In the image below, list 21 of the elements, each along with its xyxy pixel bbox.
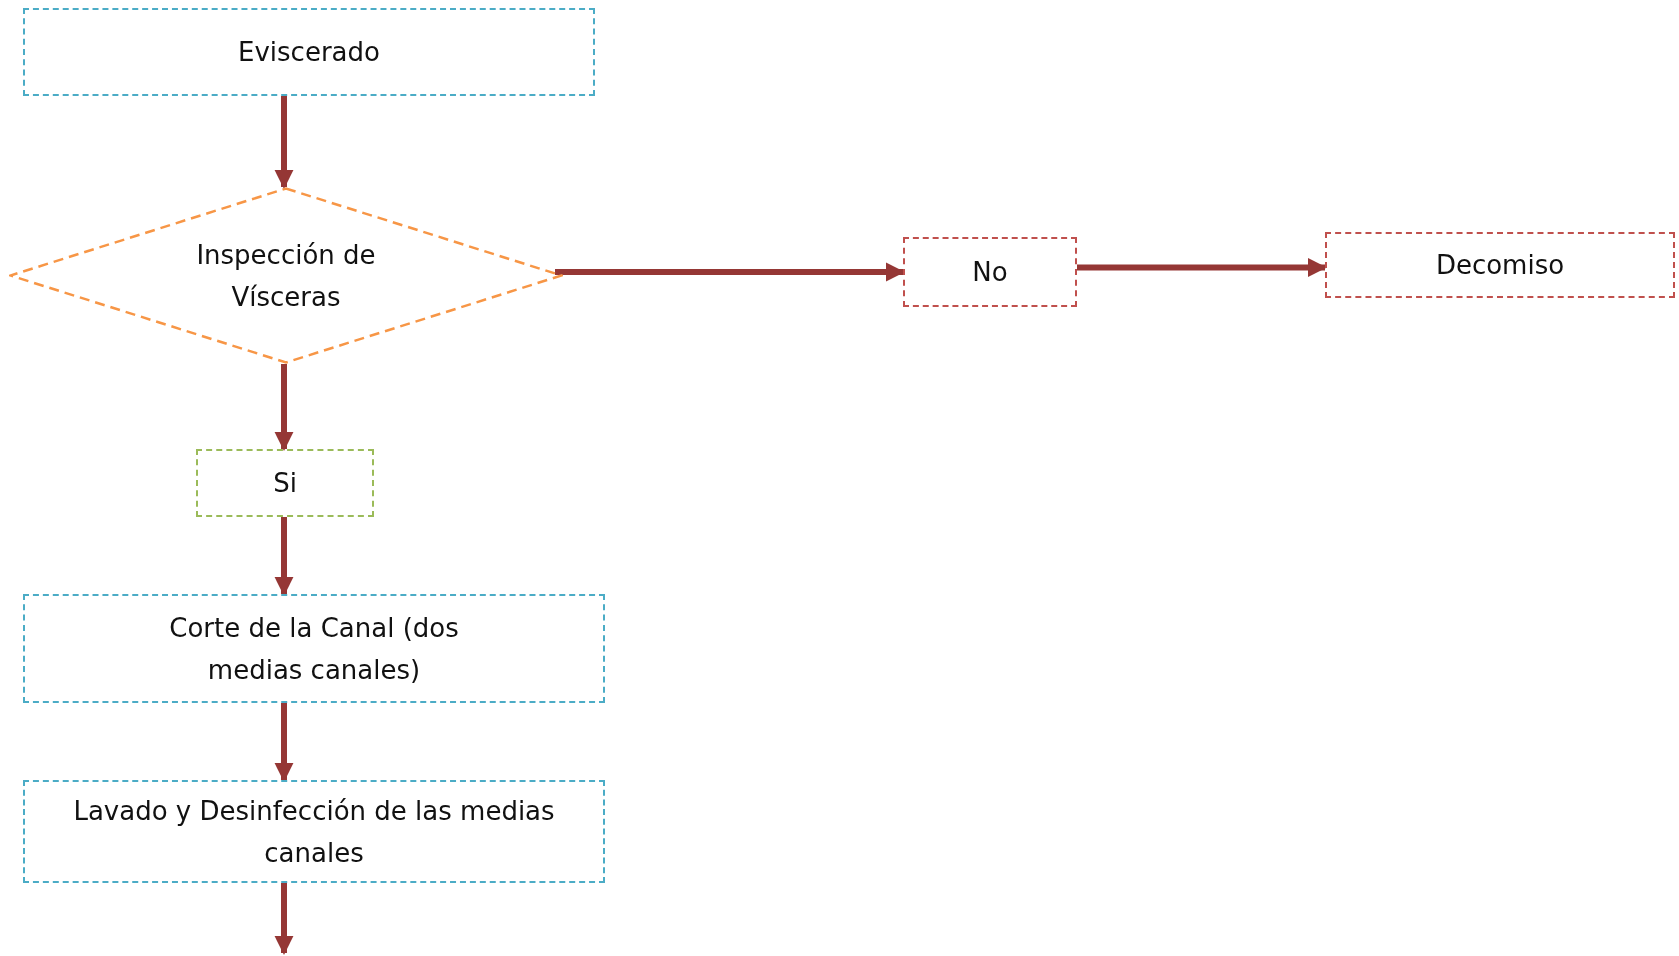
node-text: Eviscerado [238,36,380,69]
process-box [23,8,595,96]
arrow [274,364,294,451]
arrow [274,703,294,782]
process-box [903,237,1077,307]
arrow [555,262,905,282]
process-box [23,780,605,883]
decision-diamond [9,187,563,364]
process-box [1325,232,1675,298]
node-text: No [972,256,1008,289]
process-box [23,594,605,703]
node-text: Inspección de Vísceras [195,238,377,314]
node-text: Decomiso [1435,249,1565,282]
arrow [274,517,294,596]
node-text: Lavado y Desinfección de las medias canales [72,794,556,870]
arrow [1077,257,1327,278]
arrow [274,96,294,189]
node-text: Corte de la Canal (dos medias canales) [168,611,460,687]
process-box [196,449,374,517]
arrow [274,883,294,955]
node-text: Si [273,467,297,500]
